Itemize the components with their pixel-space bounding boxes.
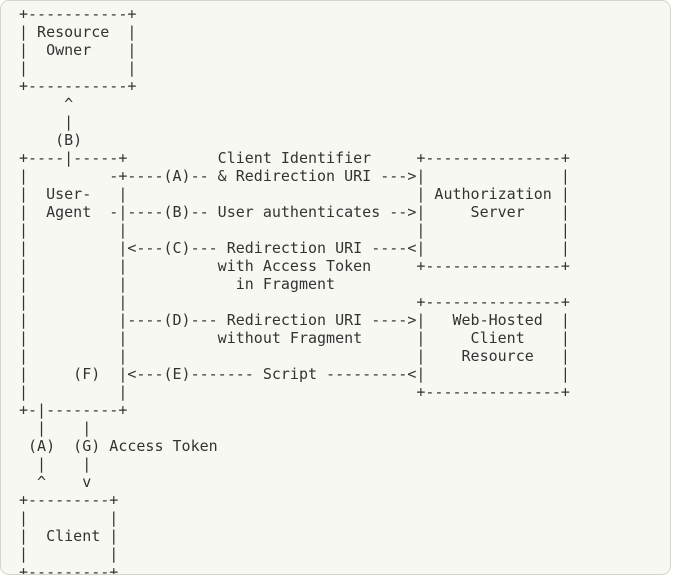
flow-d-redirection-uri: | |----(D)--- Redirection URI ---->| Web… xyxy=(19,311,570,329)
flow-a-client-identifier: | -+----(A)-- & Redirection URI --->| | xyxy=(19,167,570,185)
client-box-bottom: +---------+ xyxy=(19,563,119,575)
resource-owner-box-side: | | xyxy=(19,59,137,77)
flow-e-script: | (F) |<---(E)------- Script ---------<|… xyxy=(19,365,570,383)
client-label: | Client | xyxy=(19,527,119,545)
client-box-side-1: | | xyxy=(19,509,119,527)
step-b-label: (B) xyxy=(19,131,83,149)
connector-a-g-2: | | xyxy=(19,455,92,473)
resource-owner-box-top: +-----------+ xyxy=(19,5,137,23)
arrows-a-g: ^ v xyxy=(19,473,92,491)
user-agent-label-1: | User- | | Authorization | xyxy=(19,185,570,203)
flow-b-user-authenticates: | Agent -|----(B)-- User authenticates -… xyxy=(19,203,570,221)
flow-c-redirection-uri: | |<---(C)--- Redirection URI ----<| | xyxy=(19,239,570,257)
flow-d-without-fragment: | | without Fragment | Client | xyxy=(19,329,570,347)
flow-c-access-token: | | with Access Token +---------------+ xyxy=(19,257,570,275)
resource-owner-box-bottom: +-----------+ xyxy=(19,77,137,95)
arrow-up-b: ^ xyxy=(19,95,74,113)
flow-c-fragment: | | in Fragment xyxy=(19,275,336,293)
web-hosted-box-bottom: | | +---------------+ xyxy=(19,383,570,401)
client-box-side-2: | | xyxy=(19,545,119,563)
web-hosted-label: | | | Resource | xyxy=(19,347,570,365)
resource-owner-label-2: | Owner | xyxy=(19,41,137,59)
client-box-top: +---------+ xyxy=(19,491,119,509)
user-agent-box-top: +----|-----+ Client Identifier +--------… xyxy=(19,149,570,167)
connector-a-g: | | xyxy=(19,419,92,437)
resource-owner-label-1: | Resource | xyxy=(19,23,137,41)
diagram-spacer-1: | | | | xyxy=(19,221,570,239)
user-agent-box-bottom: +-|--------+ xyxy=(19,401,128,419)
web-hosted-box-top: | | +---------------+ xyxy=(19,293,570,311)
step-a-g-access-token: (A) (G) Access Token xyxy=(19,437,218,455)
connector-b: | xyxy=(19,113,74,131)
